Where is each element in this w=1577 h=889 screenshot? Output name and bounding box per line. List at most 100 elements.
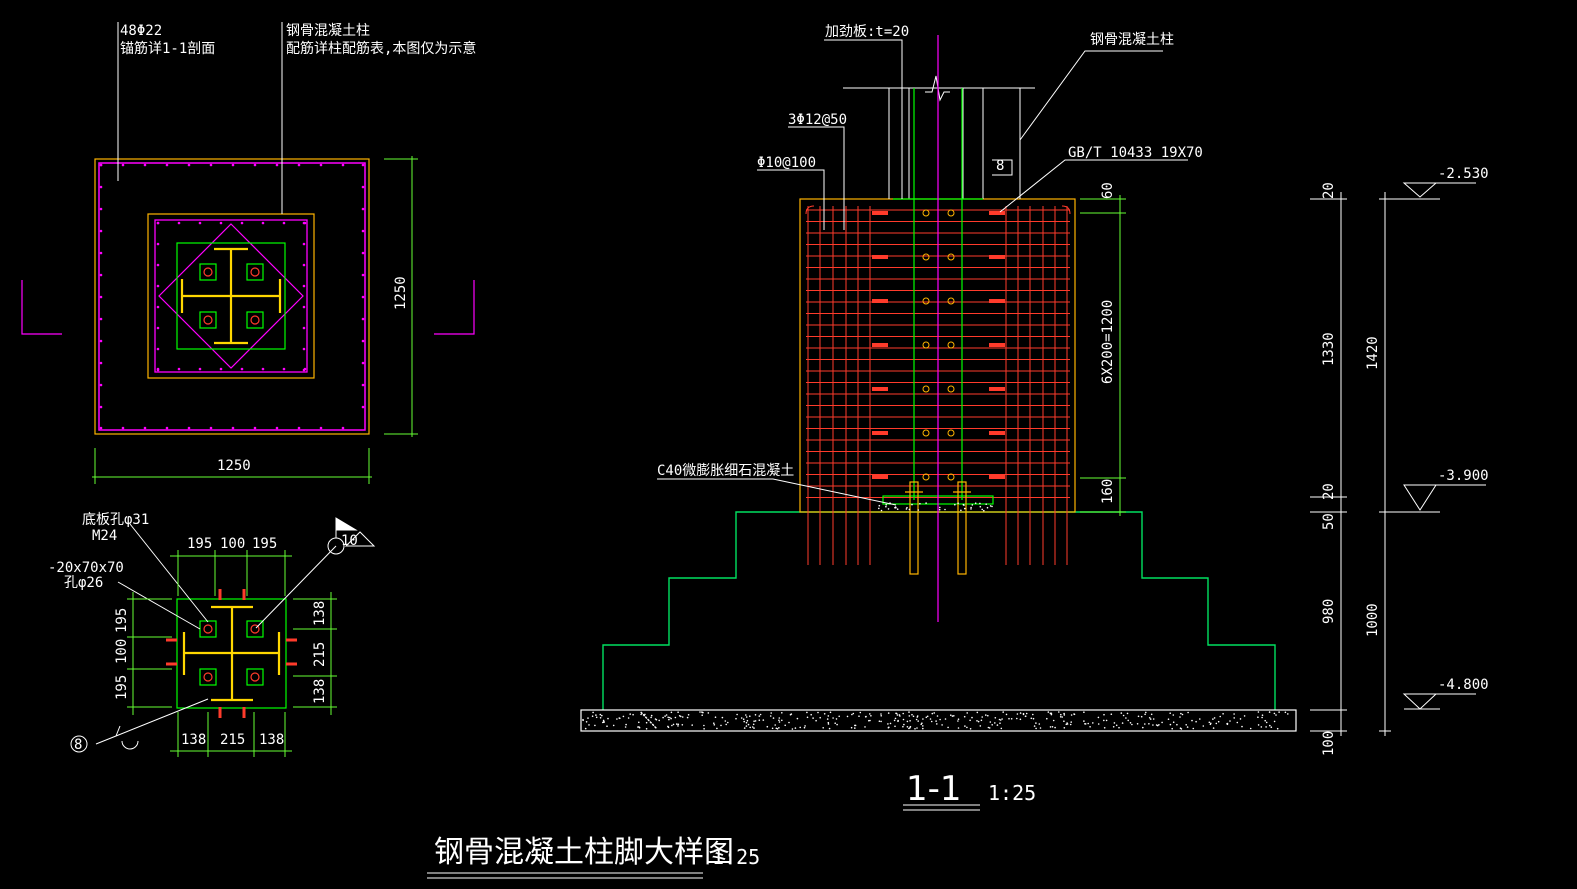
hatch-dot	[650, 722, 652, 724]
hatch-dot	[1030, 717, 1033, 720]
hatch-dot	[1049, 726, 1052, 728]
hatch-dot	[701, 714, 703, 716]
hatch-dot	[627, 717, 630, 719]
rebar-dot	[302, 368, 306, 372]
hatch-dot	[1186, 726, 1189, 728]
hatch-dot	[1115, 724, 1118, 727]
hatch-dot	[1172, 714, 1175, 716]
hatch-dot	[1033, 725, 1036, 727]
hatch-dot	[745, 716, 748, 718]
weld-ref-8: 8	[74, 737, 82, 753]
hatch-dot	[585, 721, 588, 723]
baseplate-leaders	[70, 517, 376, 753]
hatch-dot	[772, 717, 775, 719]
rebar-dot	[261, 221, 265, 225]
hatch-dot	[812, 717, 814, 719]
hatch-dot	[638, 721, 640, 724]
hatch-dot	[1089, 726, 1091, 728]
hatch-dot	[1038, 723, 1041, 725]
hatch-dot	[1083, 720, 1085, 722]
hatch-dot	[1121, 722, 1124, 724]
hatch-dot	[971, 504, 974, 506]
hatch-dot	[1140, 715, 1143, 718]
hatch-dot	[1069, 723, 1072, 726]
hatch-dot	[916, 727, 918, 729]
rebar-dot	[121, 163, 125, 167]
bolt-dot	[922, 385, 930, 393]
hatch-dot	[983, 509, 985, 512]
section-column-dims	[1080, 195, 1126, 516]
rebar-dot	[361, 229, 365, 233]
plan-column-note: 配筋详柱配筋表,本图仅为示意	[286, 40, 476, 57]
hatch-dot	[977, 720, 980, 723]
rebar-dot	[240, 367, 244, 371]
hatch-dot	[1167, 718, 1170, 720]
hatch-dot	[1257, 724, 1260, 726]
hatch-dot	[1155, 724, 1158, 726]
hatch-dot	[745, 725, 748, 727]
stiffener-label: 加劲板:t=20	[825, 24, 909, 40]
hatch-dot	[917, 509, 920, 511]
hatch-dot	[677, 711, 679, 713]
bolt-dot	[947, 473, 955, 481]
hatch-dot	[770, 712, 772, 714]
rebar-dot	[187, 163, 191, 167]
rebar-dot	[282, 367, 286, 371]
section-name-underline	[903, 804, 980, 811]
section-vertical-rebars	[807, 206, 1068, 565]
hatch-dot	[771, 727, 774, 730]
hatch-dot	[1185, 724, 1187, 726]
hatch-dot	[778, 721, 781, 723]
baseplate-washer-label: -20x70x70	[48, 560, 124, 576]
hatch-dot	[988, 727, 991, 729]
hatch-dot	[944, 508, 946, 511]
rebar-dot	[156, 263, 160, 267]
hatch-dot	[1268, 711, 1271, 713]
hatch-dot	[1022, 713, 1025, 716]
hatch-dot	[1226, 723, 1229, 726]
hatch-dot	[1105, 719, 1108, 722]
hatch-dot	[1000, 727, 1003, 730]
hatch-dot	[1179, 727, 1182, 729]
hatch-dot	[885, 504, 887, 506]
hatch-dot	[1145, 711, 1147, 714]
hatch-dot	[1239, 718, 1242, 720]
shear-stud	[989, 299, 1005, 303]
hatch-dot	[894, 717, 897, 720]
hatch-dot	[1050, 712, 1053, 715]
bolt-dot	[922, 209, 930, 217]
rebar-dot	[209, 426, 213, 430]
bp-dim-top-3: 195	[252, 536, 277, 552]
bp-dim-right-3: 138	[312, 679, 328, 704]
hatch-dot	[680, 715, 682, 718]
rebar-dot	[156, 284, 160, 288]
hatch-dot	[838, 715, 840, 718]
hatch-dot	[979, 505, 982, 508]
rebar-dot	[361, 339, 365, 343]
bolt-dot	[922, 297, 930, 305]
plan-column-title: 钢骨混凝土柱	[286, 23, 370, 39]
hatch-dot	[880, 715, 882, 717]
rebar-dot	[156, 221, 160, 225]
hatch-dot	[905, 508, 908, 510]
hatch-dot	[925, 502, 927, 504]
bp-dim-top-2: 100	[220, 536, 245, 552]
hatch-dot	[716, 727, 718, 730]
weld-size-label: 8	[996, 158, 1004, 174]
bolt-dot	[922, 473, 930, 481]
hatch-dot	[1137, 715, 1140, 718]
hatch-dot	[674, 716, 677, 719]
hatch-dot	[602, 721, 604, 724]
hatch-dot	[725, 723, 727, 726]
rebar-dot	[302, 242, 306, 246]
hatch-dot	[752, 723, 755, 726]
hatch-dot	[1035, 722, 1037, 724]
hatch-dot	[1269, 724, 1271, 727]
rebar-dot	[319, 163, 323, 167]
hatch-dot	[588, 724, 590, 726]
dim-160: 160	[1100, 479, 1116, 504]
hatch-dot	[668, 718, 670, 721]
hatch-dot	[994, 722, 996, 724]
hatch-dot	[999, 719, 1002, 721]
hatch-dot	[1149, 718, 1152, 720]
